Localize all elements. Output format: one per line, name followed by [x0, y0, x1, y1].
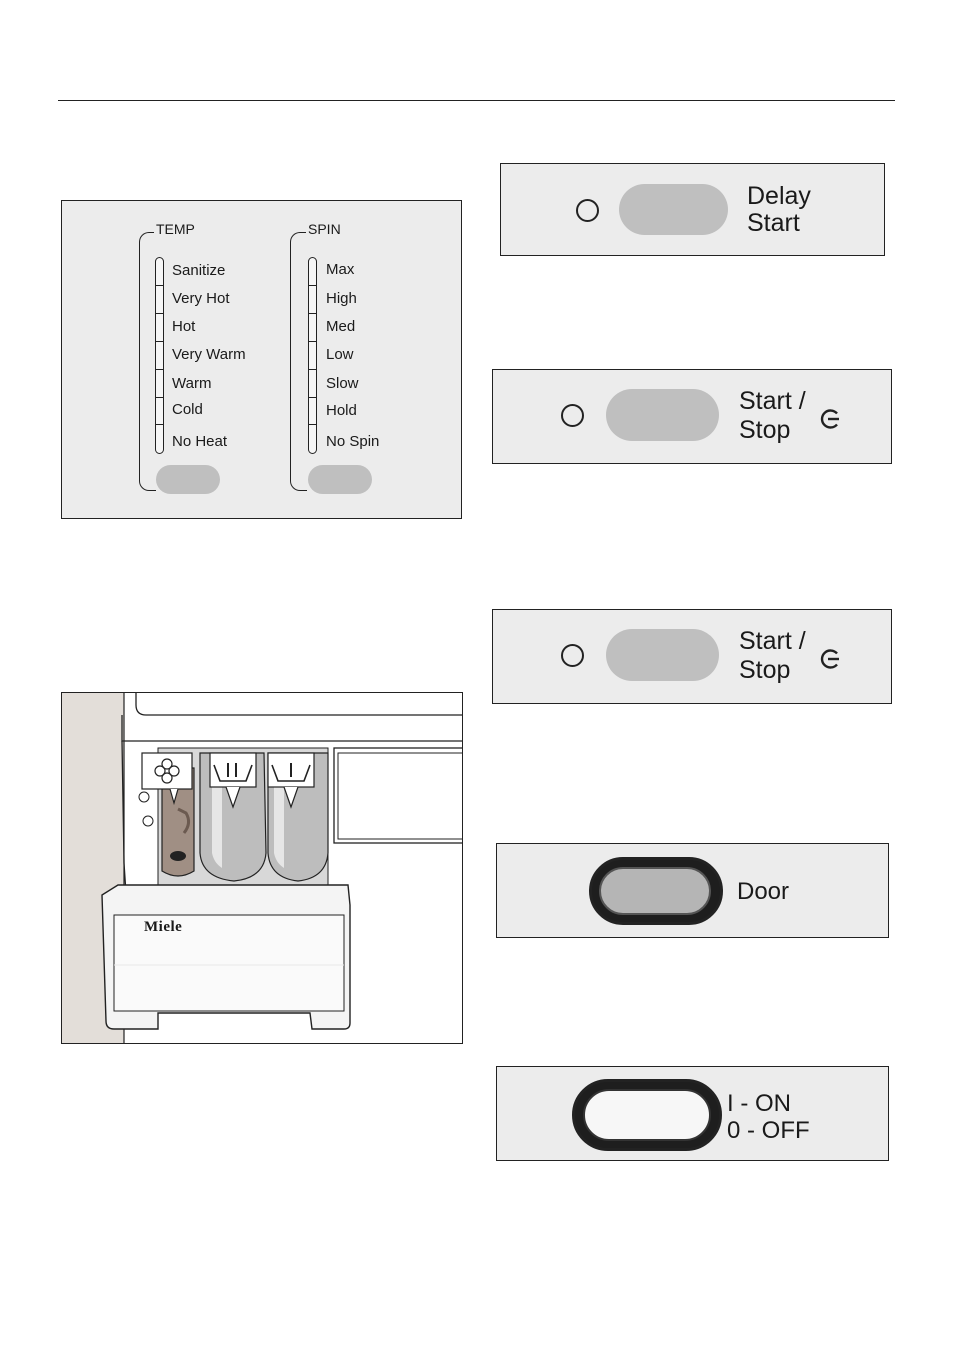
spin-label: SPIN [306, 221, 343, 237]
dispenser-illustration: Miele [61, 692, 463, 1044]
delay-start-label-line1: Delay [747, 182, 811, 210]
start-stop-label-line1: Start / [739, 627, 806, 655]
spin-option-low: Low [326, 346, 354, 363]
temp-option-very-warm: Very Warm [172, 346, 246, 363]
header-rule [58, 100, 895, 101]
start-stop-label-line2: Stop [739, 416, 790, 444]
start-stop-label-line1: Start / [739, 387, 806, 415]
temp-option-very-hot: Very Hot [172, 290, 230, 307]
delay-start-button[interactable] [619, 184, 728, 235]
power-on-label: I - ON [727, 1090, 791, 1118]
start-stop-panel-2: Start / Stop [492, 609, 892, 704]
temp-led-strip [155, 257, 164, 454]
start-stop-button[interactable] [606, 629, 719, 681]
spin-option-med: Med [326, 318, 355, 335]
temp-option-no-heat: No Heat [172, 433, 227, 450]
delay-start-panel: Delay Start [500, 163, 885, 256]
door-button[interactable] [589, 857, 723, 925]
temp-option-hot: Hot [172, 318, 195, 335]
power-switch[interactable] [572, 1079, 722, 1151]
temp-label: TEMP [154, 221, 197, 237]
start-stop-label-line2: Stop [739, 656, 790, 684]
spin-option-slow: Slow [326, 375, 359, 392]
temp-option-warm: Warm [172, 375, 211, 392]
brand-logo: Miele [144, 919, 182, 936]
spin-option-max: Max [326, 261, 354, 278]
start-stop-indicator-light [561, 404, 584, 427]
delay-start-label-line2: Start [747, 209, 800, 237]
spin-bracket [290, 232, 307, 491]
spin-option-hold: Hold [326, 402, 357, 419]
spin-option-no-spin: No Spin [326, 433, 379, 450]
temp-option-cold: Cold [172, 401, 203, 418]
door-panel: Door [496, 843, 889, 938]
power-icon [819, 647, 843, 671]
start-stop-panel-1: Start / Stop [492, 369, 892, 464]
spin-select-button[interactable] [308, 465, 372, 494]
spin-option-high: High [326, 290, 357, 307]
dispenser-drawing [62, 693, 462, 1043]
temp-bracket [139, 232, 156, 491]
delay-start-indicator-light [576, 199, 599, 222]
power-icon [819, 407, 843, 431]
power-off-label: 0 - OFF [727, 1117, 810, 1145]
temp-select-button[interactable] [156, 465, 220, 494]
start-stop-indicator-light [561, 644, 584, 667]
start-stop-button[interactable] [606, 389, 719, 441]
temp-spin-panel: TEMP Sanitize Very Hot Hot Very Warm War… [61, 200, 462, 519]
power-panel: I - ON 0 - OFF [496, 1066, 889, 1161]
door-label: Door [737, 878, 789, 906]
spin-led-strip [308, 257, 317, 454]
temp-option-sanitize: Sanitize [172, 262, 225, 279]
